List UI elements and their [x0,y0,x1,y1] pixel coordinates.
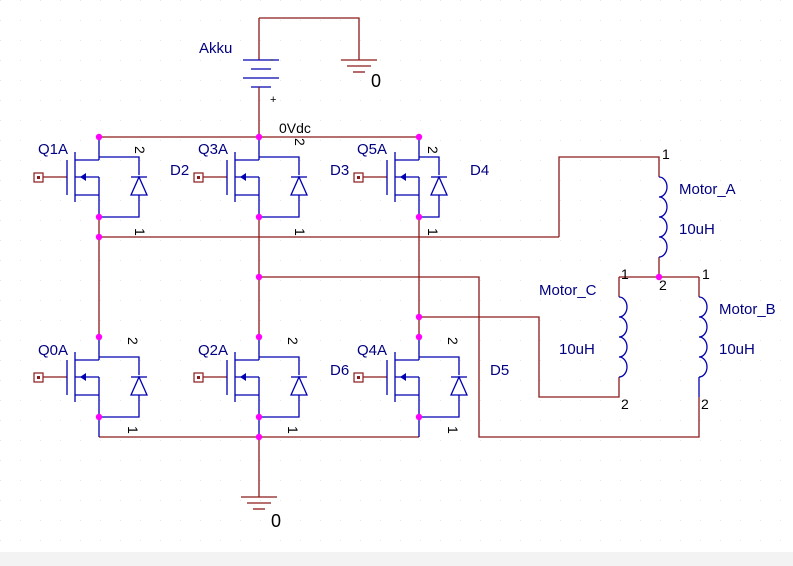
q3a-pin2: 2 [292,138,308,146]
battery-akku: Akku - + 0Vdc [199,18,311,137]
inductor-motor-c: 1 2 Motor_C 10uH [539,266,629,412]
motor-a-name: Motor_A [679,181,736,198]
q4a-pin2: 2 [445,337,461,345]
diode-d6-label: D6 [330,362,349,379]
junctions [95,133,663,441]
top-ground-label: 0 [371,71,381,91]
q0a-pin1: 1 [125,426,141,434]
q2a-pin2: 2 [285,337,301,345]
motor-c-value: 10uH [559,341,595,358]
top-ground-symbol: 0 [259,17,381,91]
motor-a-value: 10uH [679,221,715,238]
q5a-pin1: 1 [425,228,441,236]
q1a-label: Q1A [38,141,68,158]
battery-minus: - [270,54,274,66]
inductor-motor-a: 1 2 Motor_A 10uH [658,146,736,293]
mosfet-q4a: Q4A 2 1 [353,337,469,437]
diode-d5-label: D5 [490,362,509,379]
mosfet-q2a: Q2A 2 1 [193,337,309,437]
inductor-motor-b: 1 2 Motor_B 10uH [698,266,776,412]
battery-value: 0Vdc [279,120,311,136]
mosfet-q1a: Q1A 2 1 [33,137,149,236]
diode-d3-label: D3 [330,162,349,179]
q3a-pin1: 1 [292,228,308,236]
battery-plus: + [270,94,276,106]
bottom-ground-label: 0 [271,511,281,531]
mosfet-q5a: Q5A 2 1 [353,137,449,236]
motor-b-pin2: 2 [701,396,709,412]
motor-c-pin1: 1 [621,266,629,282]
motor-c-name: Motor_C [539,282,597,299]
q1a-pin1: 1 [132,228,148,236]
motor-c-pin2: 2 [621,396,629,412]
q4a-pin1: 1 [445,426,461,434]
motor-a-pin1: 1 [662,146,670,162]
motor-b-value: 10uH [719,341,755,358]
motor-b-name: Motor_B [719,301,776,318]
motor-b-pin1: 1 [702,266,710,282]
diode-d4-label: D4 [470,162,489,179]
q2a-pin1: 1 [285,426,301,434]
bottom-ground-symbol: 0 [241,496,281,531]
q4a-label: Q4A [357,342,387,359]
bottom-band [0,552,793,566]
q3a-label: Q3A [198,141,228,158]
q2a-label: Q2A [198,342,228,359]
q5a-label: Q5A [357,141,387,158]
q1a-pin2: 2 [132,146,148,154]
mosfet-q0a: Q0A 2 1 [33,337,149,437]
q0a-pin2: 2 [125,337,141,345]
motor-a-pin2: 2 [659,277,667,293]
q5a-pin2: 2 [425,146,441,154]
battery-name: Akku [199,40,232,57]
q0a-label: Q0A [38,342,68,359]
mosfet-q3a: Q3A 2 1 [193,137,309,236]
diode-d2-label: D2 [170,162,189,179]
